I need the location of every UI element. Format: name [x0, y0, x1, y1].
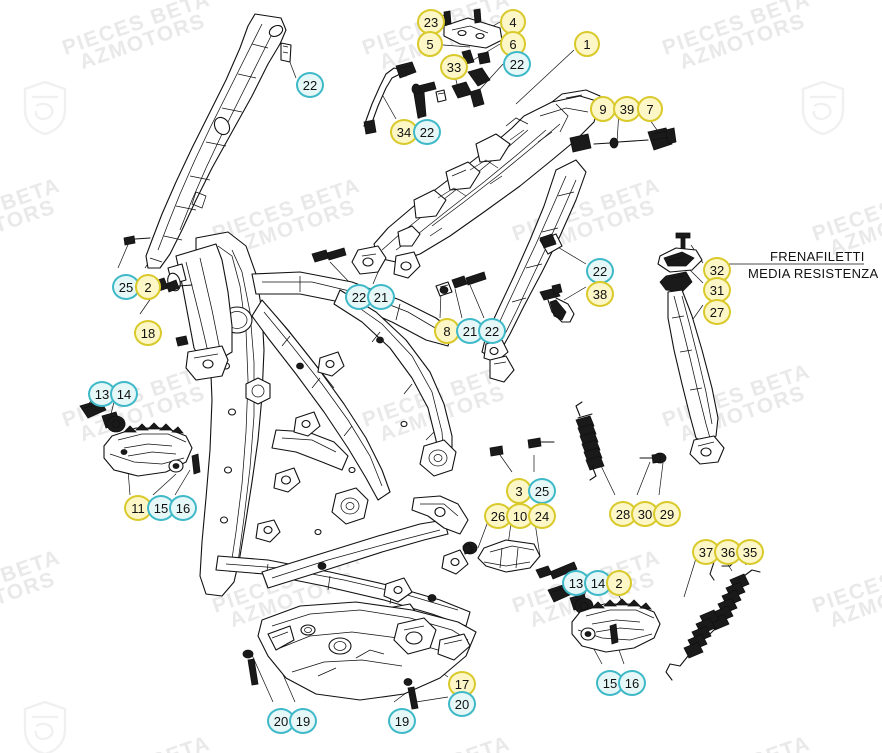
callout-bubble-39[interactable]: 39 [613, 96, 641, 122]
left-rail-assembly [123, 13, 292, 269]
callout-bubble-35[interactable]: 35 [736, 539, 764, 565]
part-38-lever [539, 283, 575, 323]
scattered-fasteners [151, 127, 677, 457]
callout-bubble-26[interactable]: 26 [484, 503, 512, 529]
callout-bubble-9[interactable]: 9 [590, 96, 616, 122]
callout-bubble-37[interactable]: 37 [692, 539, 720, 565]
callout-bubble-31[interactable]: 31 [703, 277, 731, 303]
callout-bubble-21[interactable]: 21 [456, 318, 484, 344]
callout-bubble-14[interactable]: 14 [584, 570, 612, 596]
frame-fasteners [175, 335, 437, 602]
callout-bubble-38[interactable]: 38 [586, 281, 614, 307]
callout-bubble-18[interactable]: 18 [134, 320, 162, 346]
threadlocker-note: FRENAFILETTI MEDIA RESISTENZA [748, 248, 879, 282]
spring-set [665, 551, 761, 681]
callout-bubble-8[interactable]: 8 [434, 318, 460, 344]
callout-bubble-7[interactable]: 7 [637, 96, 663, 122]
callout-bubble-2[interactable]: 2 [606, 570, 632, 596]
left-footpeg-assembly [79, 399, 201, 477]
callout-bubble-14[interactable]: 14 [110, 381, 138, 407]
callout-bubble-1[interactable]: 1 [574, 31, 600, 57]
right-footpeg-assembly [547, 583, 661, 653]
callout-bubble-4[interactable]: 4 [500, 9, 526, 35]
misc-hardware [462, 437, 578, 580]
callout-bubble-19[interactable]: 19 [388, 708, 416, 734]
skid-plate [242, 601, 477, 710]
callout-bubble-21[interactable]: 21 [367, 284, 395, 310]
callout-bubble-29[interactable]: 29 [653, 501, 681, 527]
note-line-1: FRENAFILETTI [770, 249, 865, 264]
callout-bubble-20[interactable]: 20 [267, 708, 295, 734]
callout-bubble-22[interactable]: 22 [478, 318, 506, 344]
callout-bubble-2[interactable]: 2 [135, 274, 161, 300]
note-line-2: MEDIA RESISTENZA [748, 266, 879, 281]
callout-bubble-5[interactable]: 5 [417, 31, 443, 57]
callout-bubble-22[interactable]: 22 [503, 51, 531, 77]
callout-bubble-22[interactable]: 22 [413, 119, 441, 145]
main-frame [167, 231, 471, 633]
side-stand-assembly [639, 232, 725, 465]
callout-bubble-19[interactable]: 19 [289, 708, 317, 734]
rear-subframe [351, 89, 601, 279]
callout-bubble-25[interactable]: 25 [528, 478, 556, 504]
callout-bubble-20[interactable]: 20 [448, 691, 476, 717]
stand-spring [575, 401, 605, 481]
callout-bubble-16[interactable]: 16 [169, 495, 197, 521]
callout-bubble-28[interactable]: 28 [609, 501, 637, 527]
callout-bubble-27[interactable]: 27 [703, 299, 731, 325]
callout-bubble-22[interactable]: 22 [586, 258, 614, 284]
upper-hardware-group [363, 8, 503, 135]
callout-bubble-33[interactable]: 33 [440, 54, 468, 80]
callout-bubble-22[interactable]: 22 [345, 284, 373, 310]
callout-bubble-22[interactable]: 22 [296, 72, 324, 98]
callout-bubble-16[interactable]: 16 [618, 670, 646, 696]
callout-bubble-24[interactable]: 24 [528, 503, 556, 529]
